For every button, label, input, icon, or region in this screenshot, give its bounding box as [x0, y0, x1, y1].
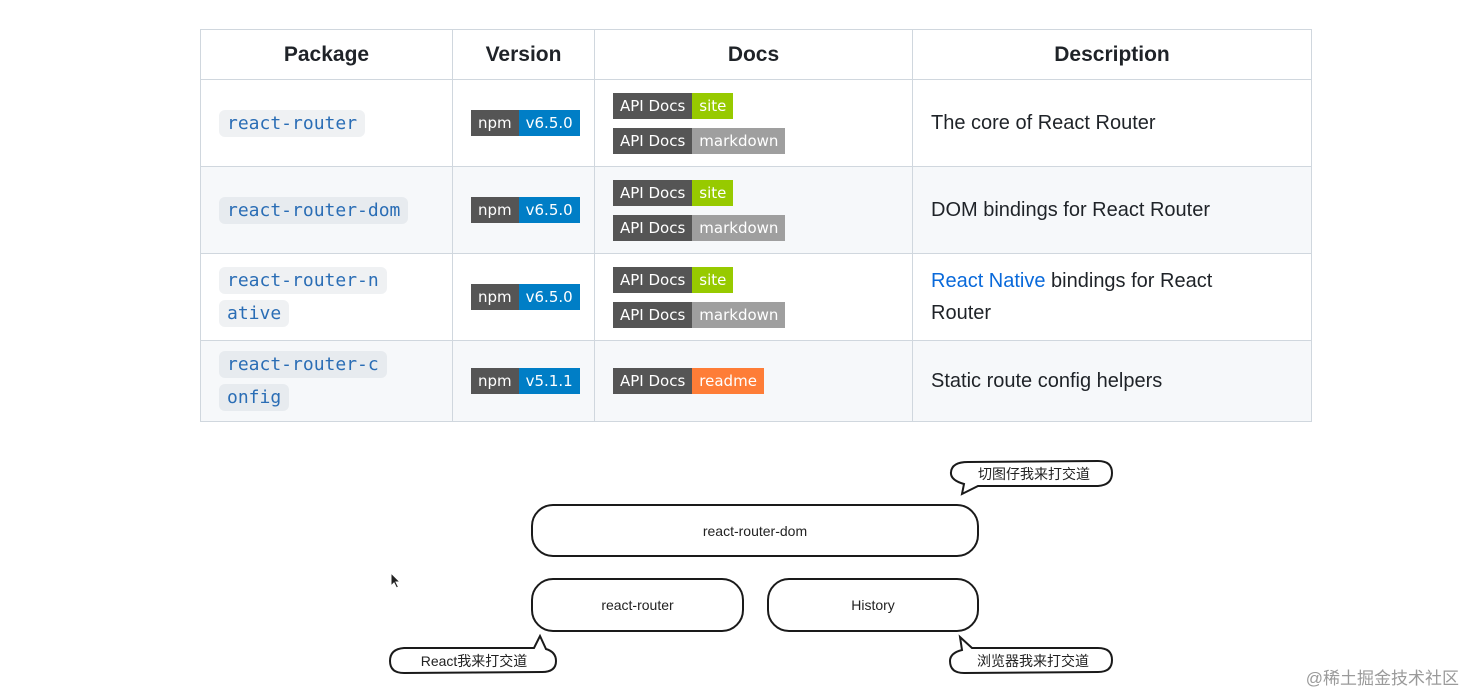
package-cell: react-router-dom	[200, 166, 453, 254]
package-name-link[interactable]: react-router	[219, 109, 366, 137]
header-docs: Docs	[594, 29, 913, 80]
package-cell: react-router	[200, 79, 453, 167]
react-router-node: react-router	[531, 578, 744, 632]
react-native-link[interactable]: React Native	[931, 270, 1046, 292]
header-version: Version	[452, 29, 595, 80]
header-description: Description	[912, 29, 1312, 80]
header-package: Package	[200, 29, 453, 80]
package-cell: react-router-config	[200, 340, 453, 422]
table-header-row: Package Version Docs Description	[200, 29, 1312, 80]
mouse-cursor-icon	[390, 572, 402, 589]
packages-table: Package Version Docs Description react-r…	[200, 29, 1312, 422]
description-cell: DOM bindings for React Router	[912, 166, 1312, 254]
description-cell: The core of React Router	[912, 79, 1312, 167]
package-cell: react-router-native	[200, 253, 453, 341]
description-cell: React Native bindings for React Router	[912, 253, 1312, 341]
watermark: @稀土掘金技术社区	[1305, 669, 1459, 688]
description-cell: Static route config helpers	[912, 340, 1312, 422]
bubble-top-text: 切图仔我来打交道	[978, 466, 1090, 482]
history-node: History	[767, 578, 979, 632]
bubble-left-text: React我来打交道	[420, 653, 528, 669]
react-router-dom-node: react-router-dom	[531, 504, 979, 557]
package-name-link[interactable]: react-router-dom	[219, 196, 409, 224]
package-name-link[interactable]: react-router-config	[219, 351, 387, 411]
package-name-link[interactable]: react-router-native	[219, 267, 387, 327]
bubble-right-text: 浏览器我来打交道	[977, 653, 1089, 669]
